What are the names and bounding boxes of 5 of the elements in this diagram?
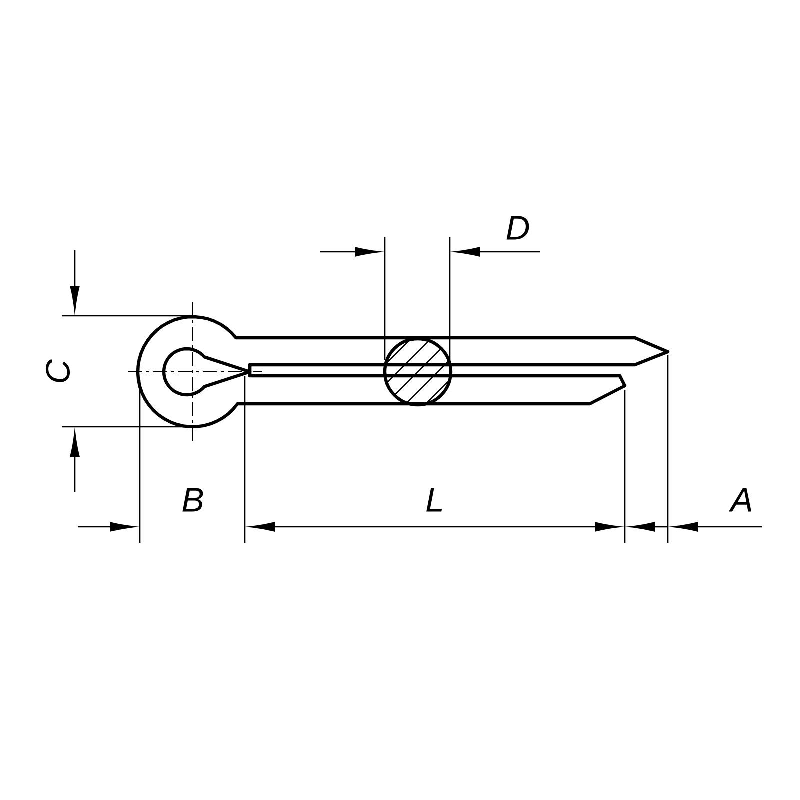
dimension-label: L bbox=[426, 488, 442, 512]
dimension-label: C bbox=[46, 360, 70, 382]
dimension-label: D bbox=[506, 216, 530, 240]
dimension-label: B bbox=[182, 488, 204, 512]
dimension-label: A bbox=[729, 488, 752, 512]
